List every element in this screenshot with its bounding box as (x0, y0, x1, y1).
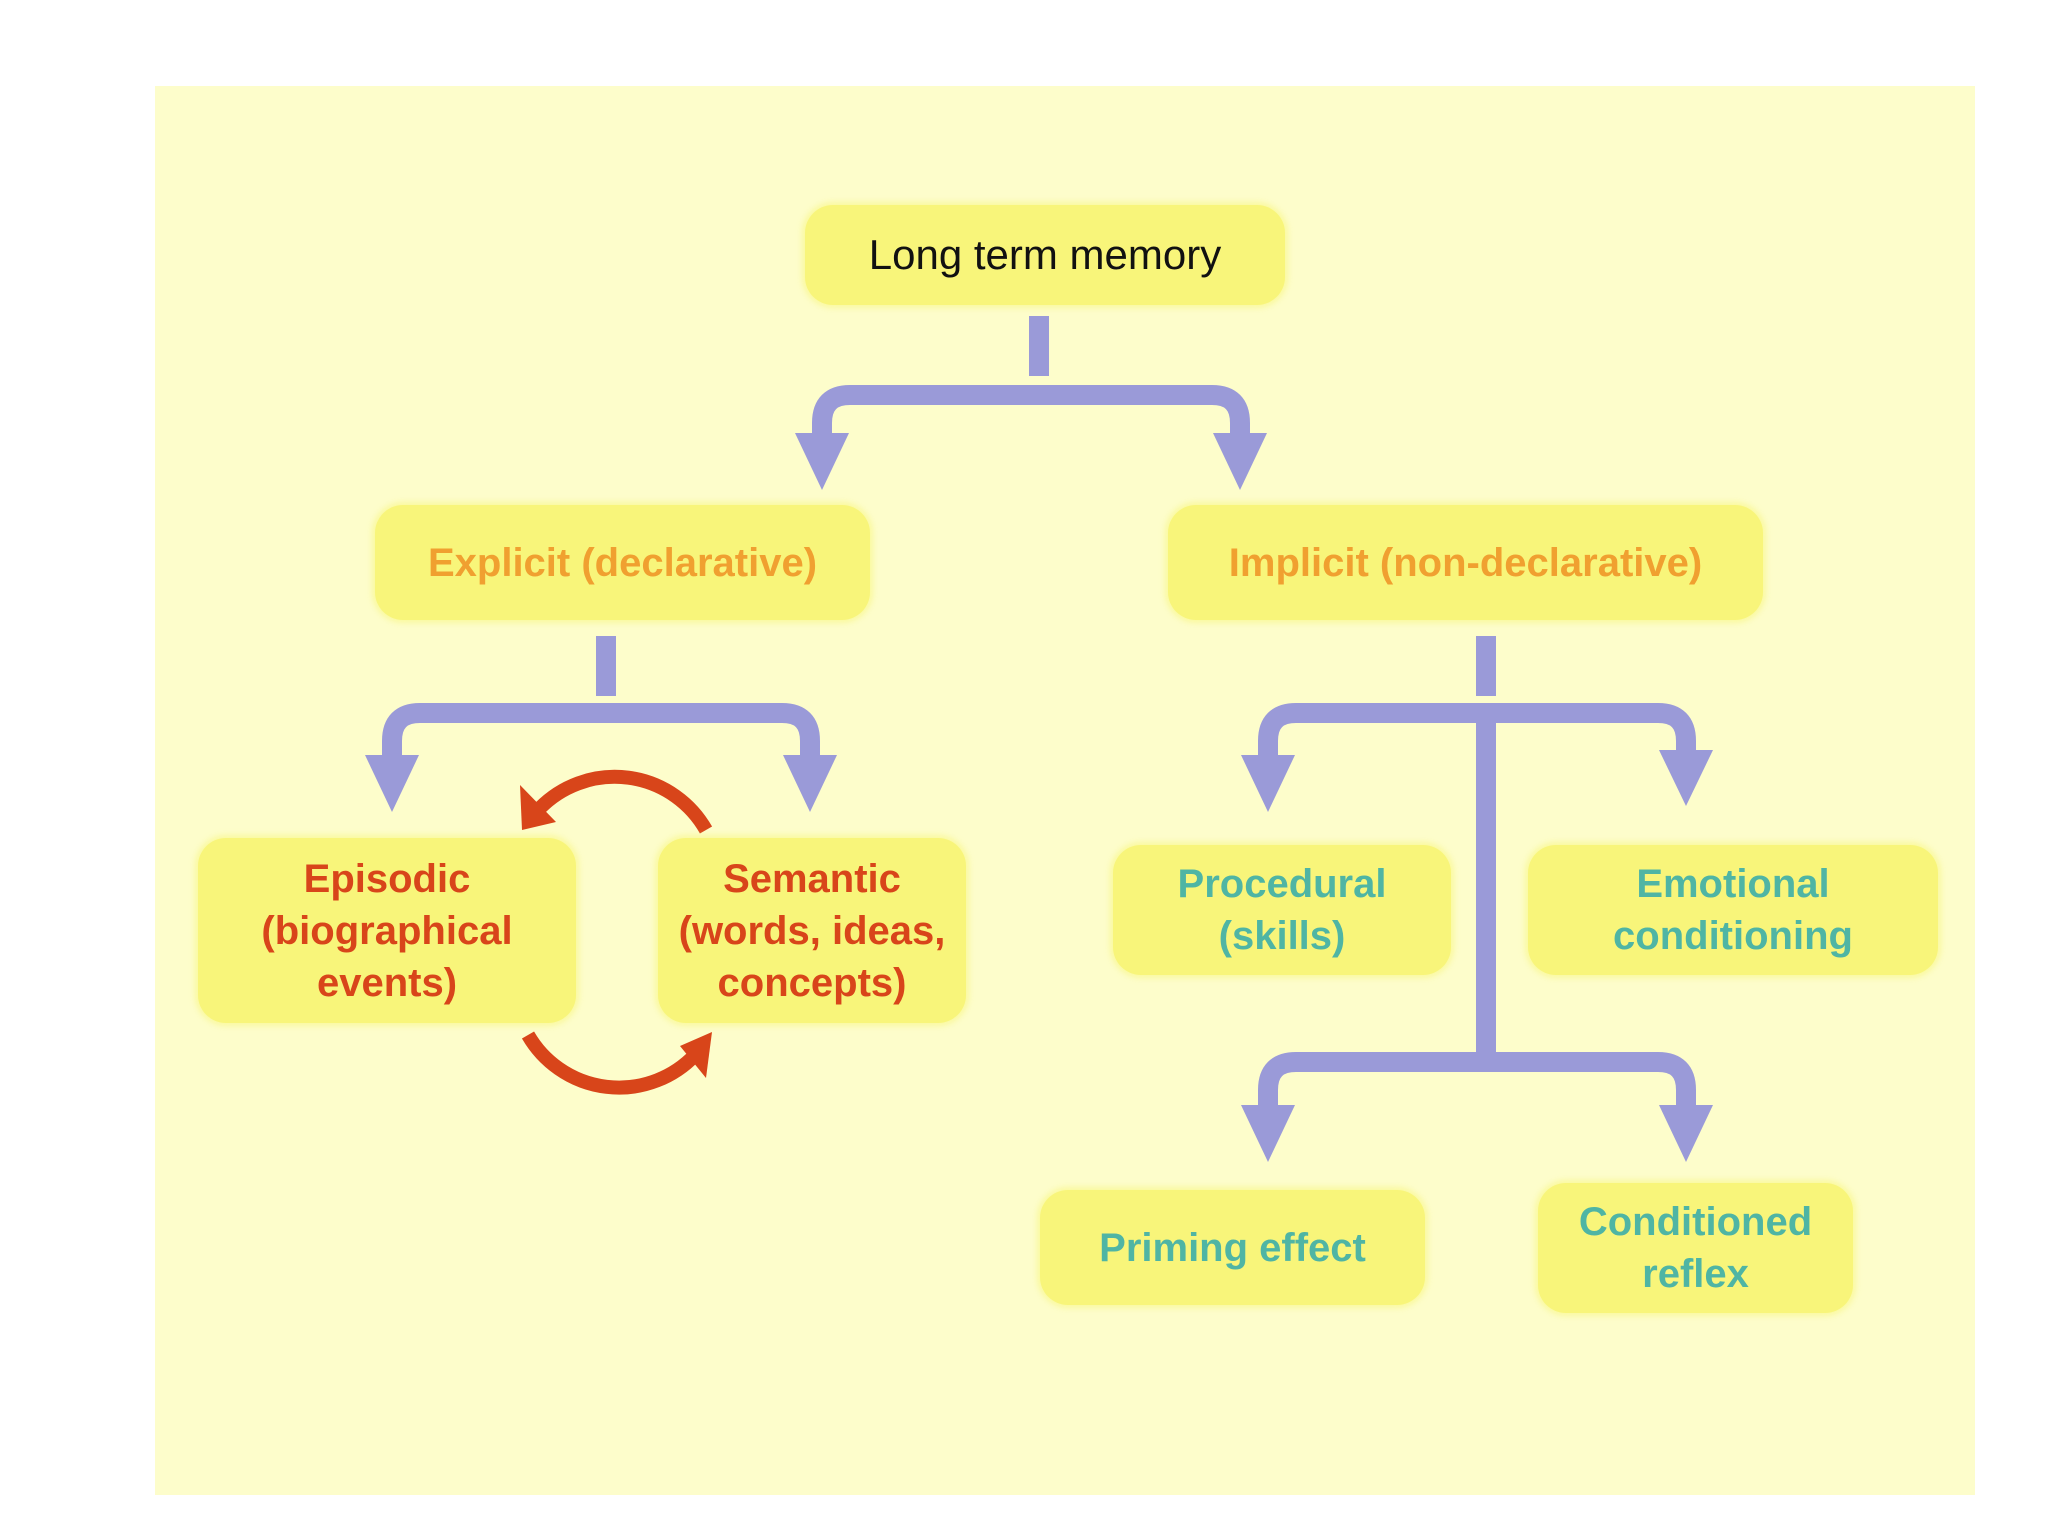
cycle-arrow-top (535, 769, 713, 834)
connector-explicit-semantic (606, 703, 820, 760)
node-implicit-label: Implicit (non-declarative) (1228, 540, 1703, 585)
connector-stem-explicit (596, 636, 616, 696)
node-semantic-label: Semantic (words, ideas, concepts) (678, 856, 946, 1005)
node-episodic: Episodic (biographical events) (198, 838, 576, 1023)
node-procedural: Procedural (skills) (1113, 845, 1451, 975)
cycle-arrowhead-top (520, 785, 556, 830)
node-explicit: Explicit (declarative) (375, 505, 870, 620)
arrowhead-root-implicit (1213, 433, 1267, 490)
arrowhead-implicit-conditioned (1659, 1105, 1713, 1162)
node-priming-effect-label: Priming effect (1099, 1225, 1366, 1270)
node-long-term-memory: Long term memory (805, 205, 1285, 305)
connector-implicit-conditioned (1486, 1052, 1696, 1110)
cycle-arrowhead-bottom (680, 1032, 712, 1078)
node-priming-effect: Priming effect (1040, 1190, 1425, 1305)
node-emotional-conditioning-label: Emotional conditioning (1613, 862, 1853, 958)
connector-implicit-procedural (1258, 703, 1486, 760)
arrowhead-explicit-episodic (365, 755, 419, 812)
arrowhead-explicit-semantic (783, 755, 837, 812)
arrowhead-root-explicit (795, 433, 849, 490)
node-procedural-label: Procedural (skills) (1177, 862, 1387, 958)
connector-stem-root (1029, 316, 1049, 376)
node-explicit-label: Explicit (declarative) (427, 540, 818, 585)
connector-long-stem-implicit (1476, 713, 1496, 1058)
node-implicit: Implicit (non-declarative) (1168, 505, 1763, 620)
cycle-arrow-bottom (521, 1031, 701, 1095)
node-emotional-conditioning: Emotional conditioning (1528, 845, 1938, 975)
arrowhead-implicit-procedural (1241, 755, 1295, 812)
node-episodic-label: Episodic (biographical events) (261, 856, 513, 1005)
connector-root-explicit (812, 385, 1039, 438)
node-conditioned-reflex-label: Conditioned reflex (1578, 1200, 1813, 1296)
connector-stem-implicit (1476, 636, 1496, 696)
connector-implicit-emotional (1486, 703, 1696, 755)
node-long-term-memory-label: Long term memory (868, 230, 1222, 278)
connector-implicit-priming (1258, 1052, 1486, 1110)
node-semantic: Semantic (words, ideas, concepts) (658, 838, 966, 1023)
arrowhead-implicit-emotional (1659, 750, 1713, 806)
node-conditioned-reflex: Conditioned reflex (1538, 1183, 1853, 1313)
connector-root-implicit (1039, 385, 1250, 438)
connector-explicit-episodic (382, 703, 606, 760)
arrowhead-implicit-priming (1241, 1105, 1295, 1162)
